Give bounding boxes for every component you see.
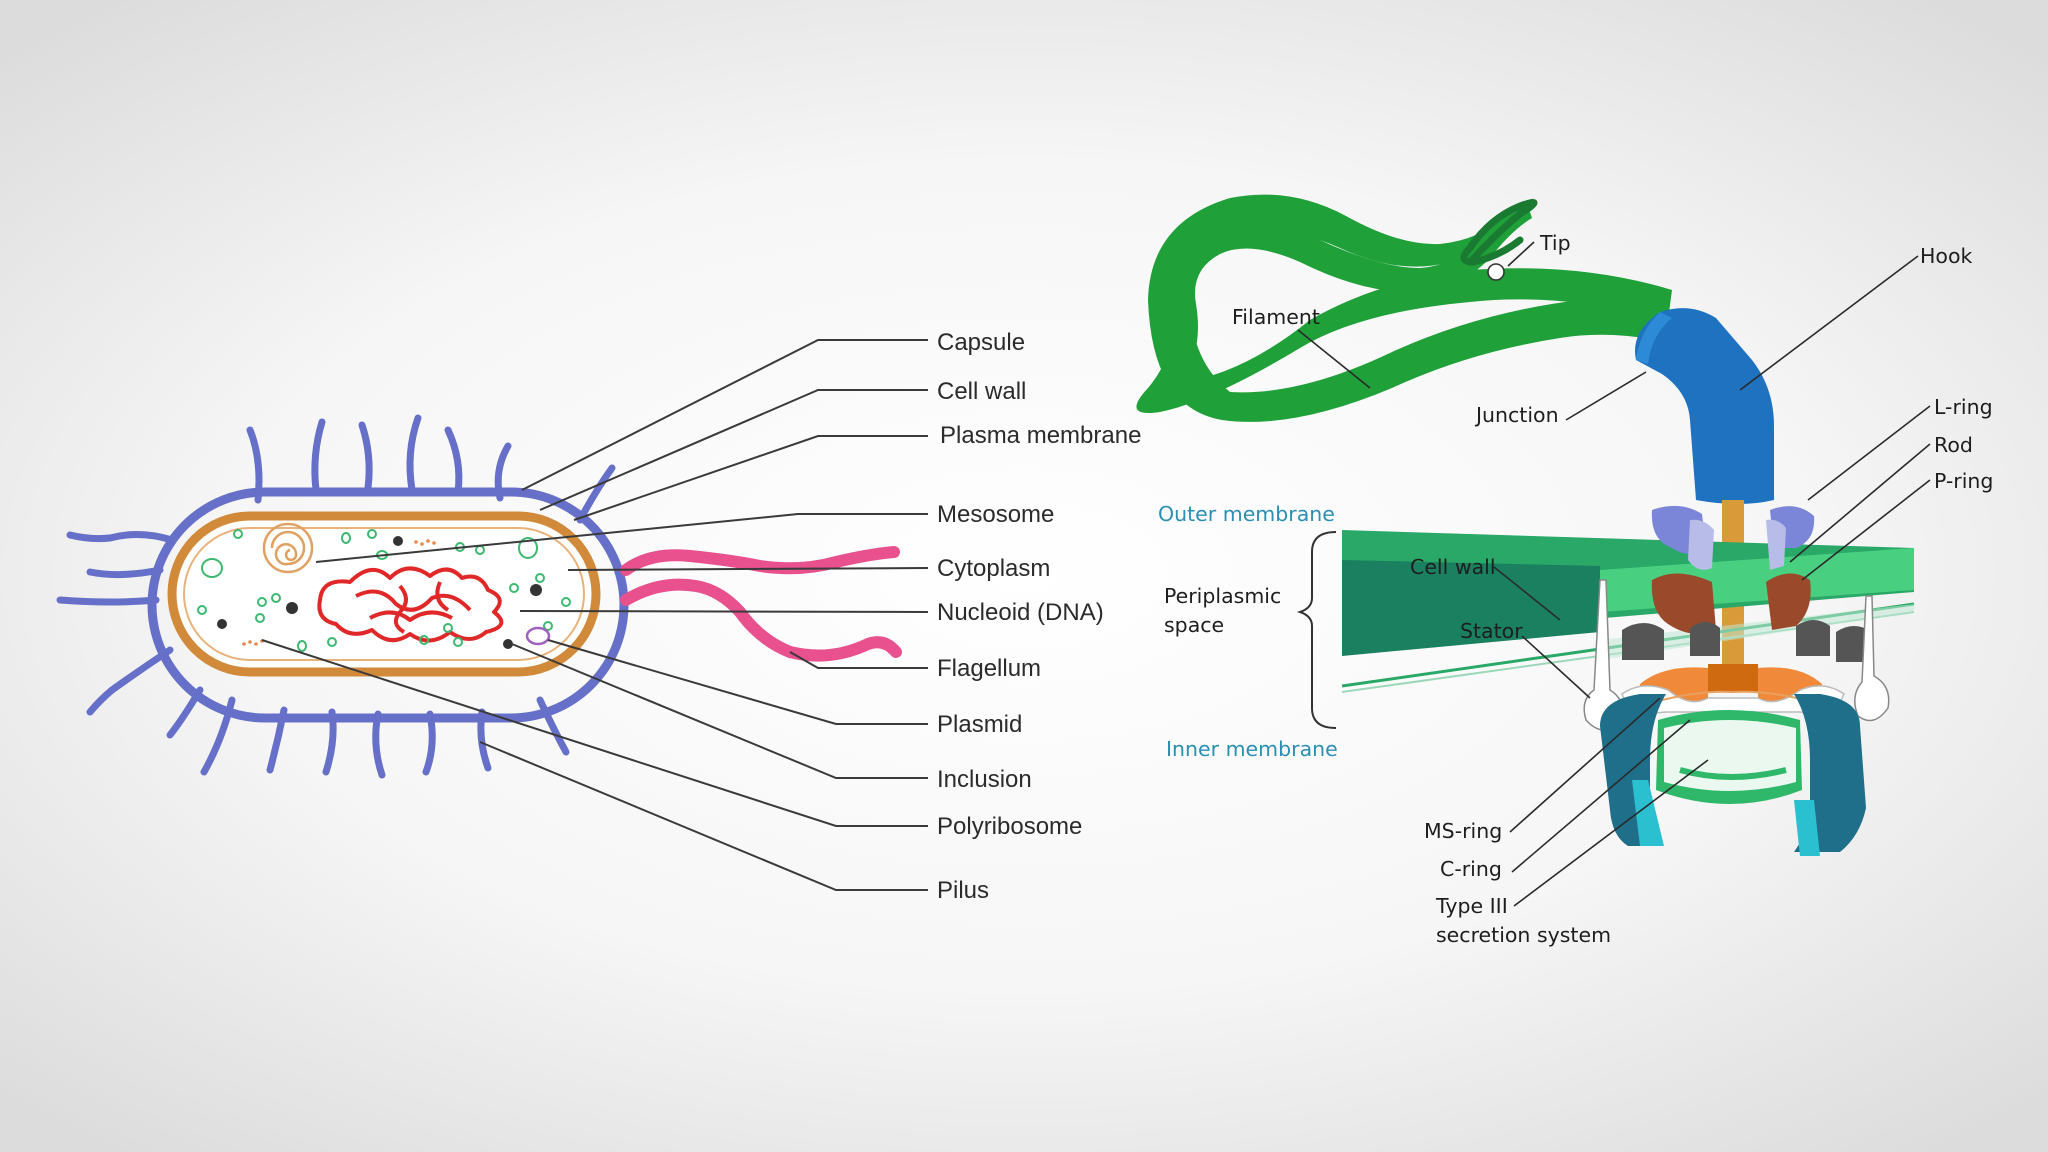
flagellum-leader-lines: [1297, 241, 1931, 907]
tip-cap: [1487, 263, 1505, 281]
p-ring: [1651, 573, 1811, 634]
cell-leader-lines: [261, 339, 929, 891]
label-pilus: Pilus: [937, 877, 989, 904]
label-type3-2: secretion system: [1436, 923, 1611, 947]
label-filament: Filament: [1232, 305, 1320, 329]
c-ring: [1600, 694, 1866, 856]
label-type3-1: Type III: [1435, 894, 1508, 918]
label-inner-membrane: Inner membrane: [1166, 737, 1338, 761]
label-rod: Rod: [1934, 433, 1973, 457]
label-stator: Stator: [1460, 619, 1523, 643]
label-periplasmic-space-1: Periplasmic: [1164, 584, 1281, 608]
label-polyribosome: Polyribosome: [937, 813, 1082, 840]
label-outer-membrane: Outer membrane: [1158, 502, 1335, 526]
plasma-membrane: [183, 527, 585, 661]
filament-tip-curl: [1460, 198, 1538, 266]
label-ms-ring: MS-ring: [1424, 819, 1502, 843]
label-l-ring: L-ring: [1934, 395, 1993, 419]
label-junction: Junction: [1474, 403, 1559, 427]
label-periplasmic-space-2: space: [1164, 613, 1224, 637]
label-plasma-membrane: Plasma membrane: [940, 422, 1141, 449]
label-tip: Tip: [1539, 231, 1571, 255]
flagellum-labels: Tip Hook Filament Junction L-ring Rod P-…: [1158, 231, 1993, 947]
nucleoid: [317, 566, 504, 643]
stator-posts: [1583, 579, 1890, 731]
filament: [1136, 206, 1672, 413]
l-ring-hub: [1688, 519, 1786, 570]
label-mesosome: Mesosome: [937, 501, 1054, 528]
inclusions: [217, 536, 542, 649]
mesosome: [262, 522, 314, 574]
label-c-ring: C-ring: [1440, 857, 1502, 881]
label-flagellum: Flagellum: [937, 655, 1041, 682]
hook: [1635, 308, 1774, 504]
label-p-ring: P-ring: [1934, 469, 1993, 493]
label-hook: Hook: [1920, 244, 1972, 268]
flagellum-structure: [1136, 194, 1915, 856]
label-capsule: Capsule: [937, 329, 1025, 356]
polyribosomes: [242, 539, 436, 646]
label-inclusion: Inclusion: [937, 766, 1032, 793]
peptidoglycan-band: [1342, 560, 1600, 656]
flagella: [620, 546, 902, 662]
label-plasmid: Plasmid: [937, 711, 1022, 738]
plasmid: [525, 626, 551, 646]
periplasmic-brace: [1296, 531, 1337, 729]
cell-labels: Capsule Cell wall Plasma membrane Mesoso…: [937, 329, 1141, 904]
label-cell-wall: Cell wall: [937, 378, 1026, 405]
bacterial-cell: [56, 414, 902, 779]
label-cell-wall-membrane: Cell wall: [1410, 555, 1496, 579]
label-nucleoid: Nucleoid (DNA): [937, 599, 1104, 626]
label-cytoplasm: Cytoplasm: [937, 555, 1050, 582]
